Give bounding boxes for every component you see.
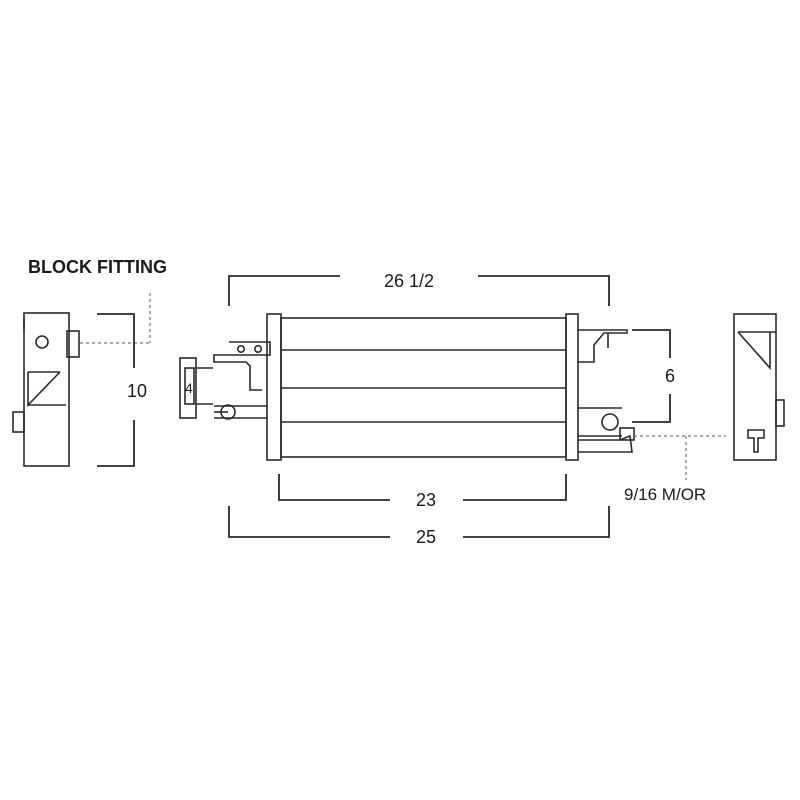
fitting-right-label: 9/16 M/OR — [624, 485, 706, 504]
overall-bottom-dimension — [228, 506, 610, 538]
side-fitting — [179, 357, 213, 419]
overall-top-dimension — [228, 275, 610, 306]
bracket-spacing-dimension — [632, 329, 671, 423]
left-bracket-bottom — [214, 404, 267, 420]
block-fitting-label: BLOCK FITTING — [28, 257, 167, 277]
cooler-core — [266, 313, 579, 461]
overall-bottom-label: 25 — [416, 527, 436, 547]
left-end-view — [12, 312, 80, 467]
bracket-spacing-label: 6 — [665, 366, 675, 386]
right-bracket-top — [578, 329, 628, 363]
fitting-leader-right — [634, 435, 726, 480]
left-bracket-top — [213, 341, 271, 391]
block-fitting-leader — [80, 293, 151, 344]
core-width-label: 23 — [416, 490, 436, 510]
height-label: 10 — [127, 381, 147, 401]
right-end-view — [733, 313, 785, 461]
side-fitting-label: 4 — [185, 380, 193, 396]
right-bracket-bottom — [578, 407, 635, 453]
core-width-dimension — [278, 474, 567, 501]
height-dimension — [97, 313, 135, 467]
overall-top-label: 26 1/2 — [384, 271, 434, 291]
